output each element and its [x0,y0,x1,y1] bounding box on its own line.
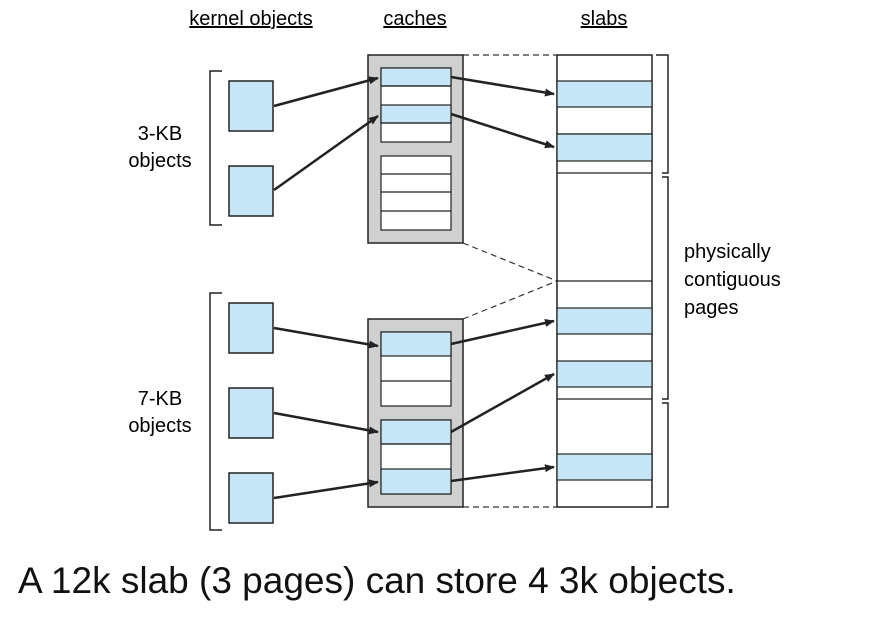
slab-object-1 [556,80,653,108]
arrow-obj3-1 [273,76,379,108]
cache-7kb-object-2 [380,419,452,445]
label-pages: pages [684,297,739,319]
cache-7kb [367,318,464,508]
page-brackets [656,54,669,508]
cache-3kb [367,54,464,244]
header-kernel-objects: kernel objects [189,8,312,30]
kernel-object-3kb-1 [228,80,274,132]
header-slabs: slabs [581,8,628,30]
kernel-object-7kb-1 [228,302,274,354]
arrow-cache7-3 [450,464,555,483]
label-3kb-objects: objects [128,150,191,172]
arrow-cache3-1 [450,75,555,97]
cache-slab-connectors [462,54,558,508]
arrow-cache7-2 [450,372,555,434]
arrow-obj3-2 [273,114,379,192]
cache-to-slab-arrows [450,75,555,483]
cache-3kb-object-2 [380,104,452,124]
label-physically: physically [684,241,771,263]
cache-3kb-object-1 [380,67,452,87]
label-7kb: 7-KB [138,388,182,410]
arrow-cache7-1 [450,319,555,346]
bracket-3kb [209,70,222,226]
arrow-obj7-1 [273,326,379,349]
slab-object-5 [556,453,653,481]
cache-7kb-object-1 [380,331,452,357]
kernel-objects [228,80,274,524]
label-contiguous: contiguous [684,269,781,291]
arrow-obj7-3 [273,479,379,500]
caption: A 12k slab (3 pages) can store 4 3k obje… [18,560,736,601]
slab-object-2 [556,133,653,162]
arrow-obj7-2 [273,411,379,435]
slabs-column [556,54,653,508]
object-to-cache-arrows [273,76,379,500]
slab-object-4 [556,360,653,388]
label-7kb-objects: objects [128,415,191,437]
header-caches: caches [383,8,446,30]
cache-7kb-object-3 [380,468,452,495]
slab-object-3 [556,307,653,335]
cache-3kb-slab-b [380,155,452,231]
kernel-object-7kb-2 [228,387,274,439]
arrow-cache3-2 [450,112,555,149]
kernel-object-7kb-3 [228,472,274,524]
label-3kb: 3-KB [138,123,182,145]
kernel-object-3kb-2 [228,165,274,217]
bracket-7kb [209,292,222,531]
